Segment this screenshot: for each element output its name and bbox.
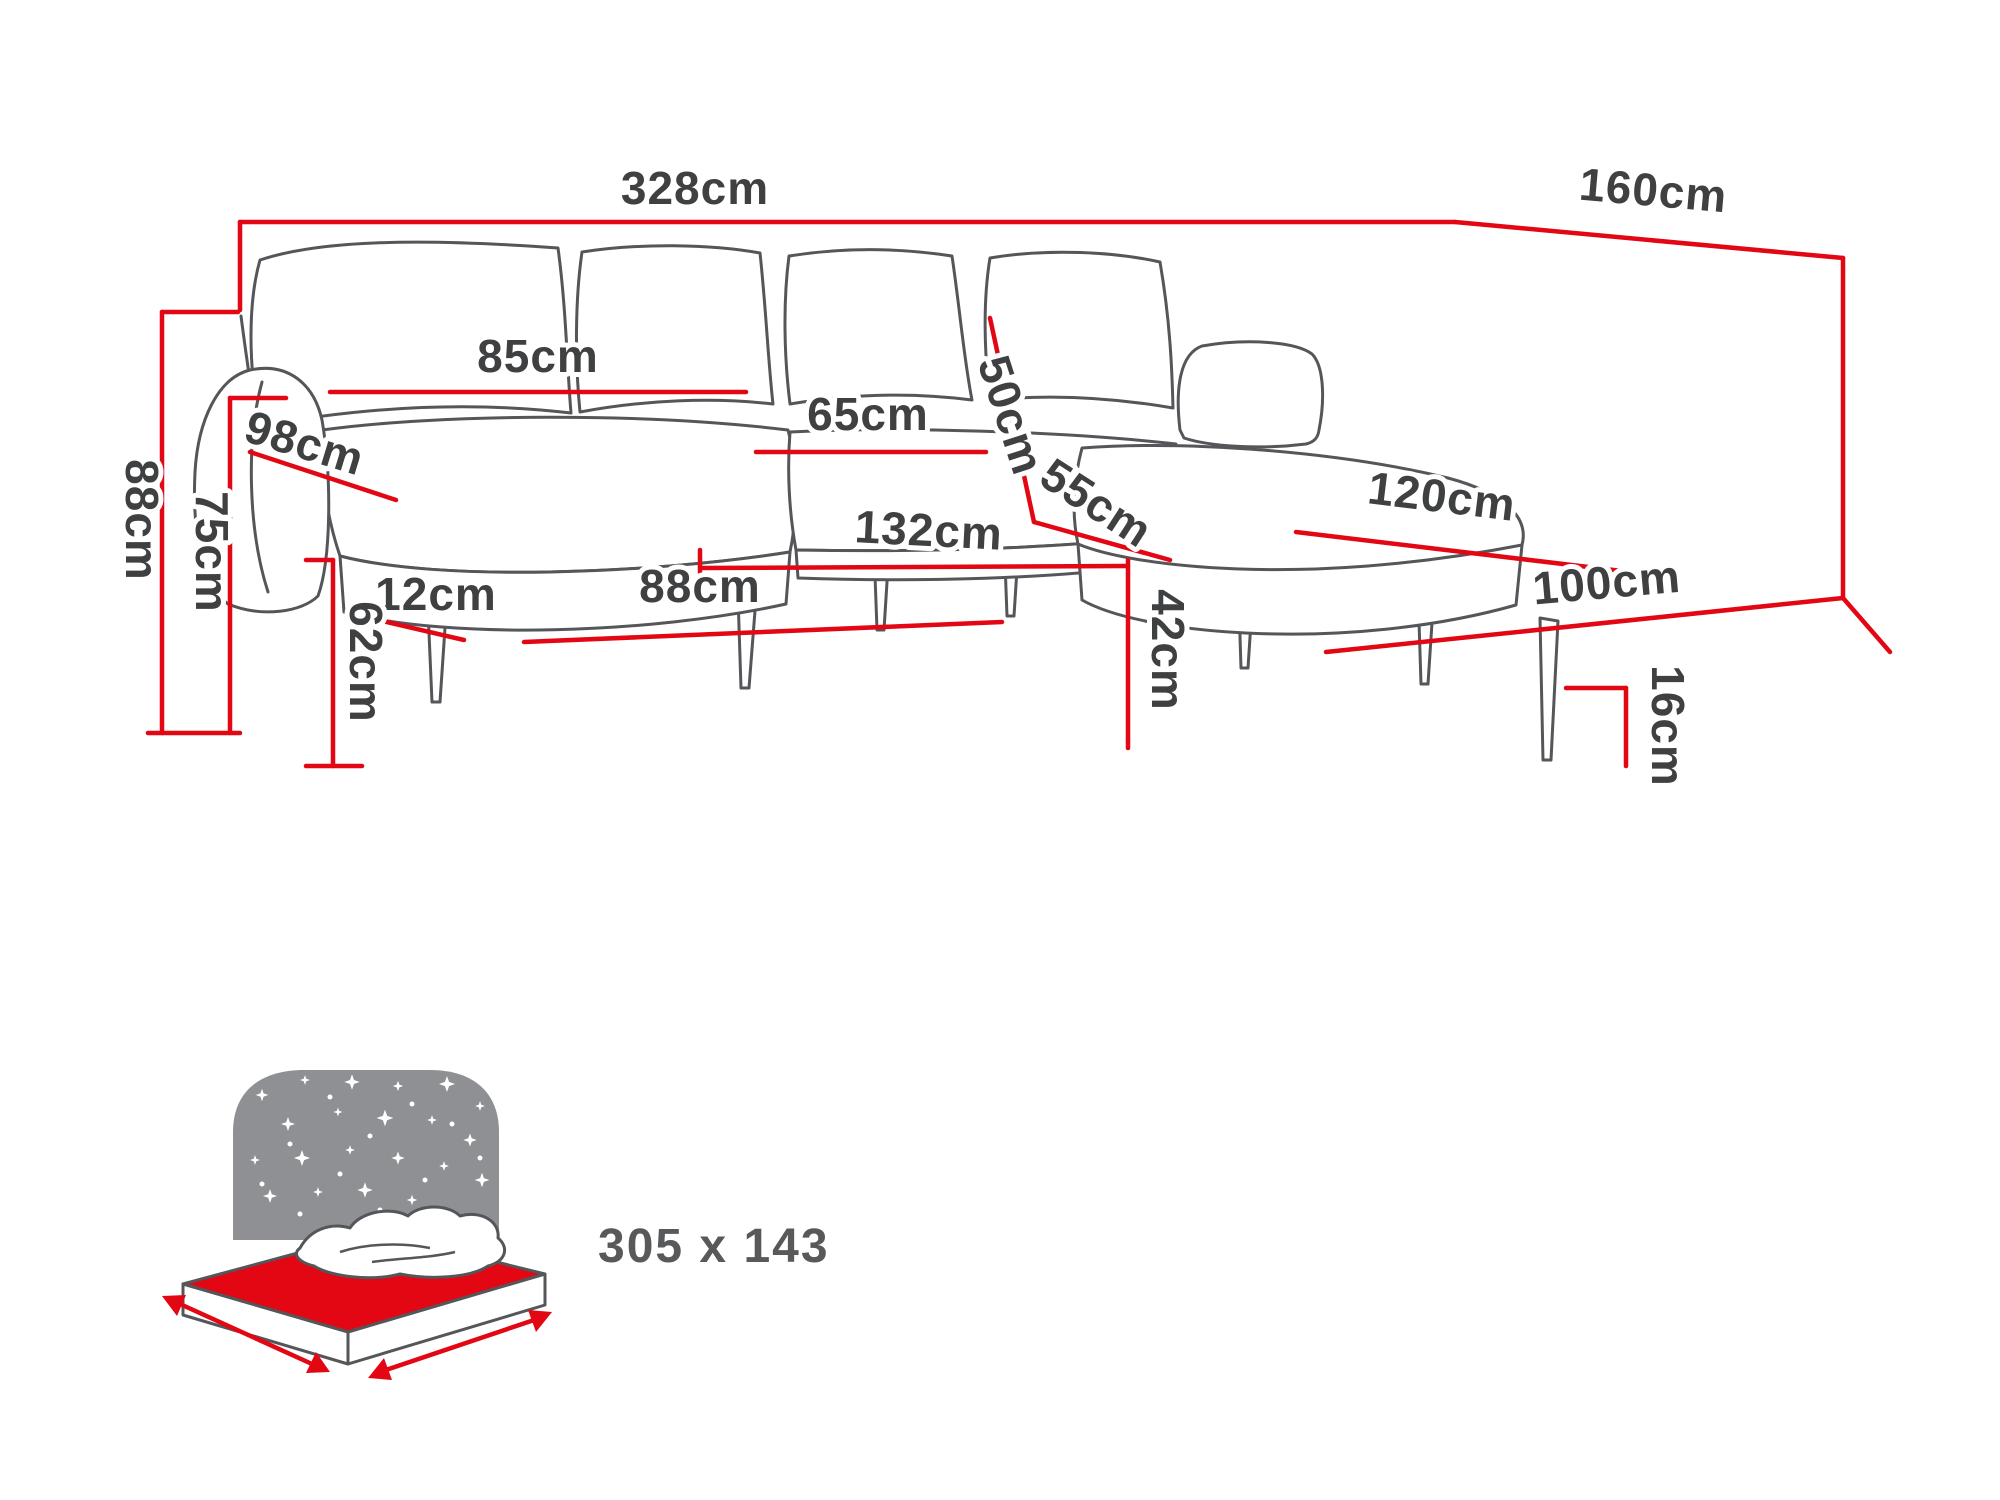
left-chaise-front xyxy=(338,550,792,632)
dim-arm-height-label: 62cm xyxy=(340,601,392,723)
dim-middle-width-label: 132cm xyxy=(853,500,1004,560)
dim-line-overall-depth xyxy=(1452,219,1846,261)
dim-back-cushion-width-label: 85cm xyxy=(477,330,599,382)
dim-line-arm-depth xyxy=(247,449,399,503)
dim-seat-height-label: 42cm xyxy=(1142,589,1194,711)
dim-line-seat-depth xyxy=(1031,519,1173,563)
dim-overall-width-label: 328cm xyxy=(621,162,769,214)
mattress-arrows xyxy=(162,1295,552,1380)
star-dot xyxy=(477,1155,483,1161)
dim-backrest-height-label: 75cm xyxy=(186,491,238,613)
dim-arm-width-label: 12cm xyxy=(375,568,497,620)
sleeping-area-label: 305 x 143 xyxy=(598,1220,830,1273)
star-dot xyxy=(422,1177,428,1183)
dim-line-cushion-height xyxy=(987,315,1037,525)
star-dot xyxy=(259,1181,265,1187)
star-dot xyxy=(449,1121,455,1127)
left-chaise-seat xyxy=(320,415,798,574)
star-dot xyxy=(327,1094,333,1100)
dim-chaise-width-label: 100cm xyxy=(1531,550,1683,615)
star-dot xyxy=(287,1141,293,1147)
dim-line-chaise-length xyxy=(1293,529,1633,575)
star-dot xyxy=(409,1101,415,1107)
dim-leg-height-label: 16cm xyxy=(1642,665,1694,787)
sleeping-function-icon: 305 x 143 xyxy=(162,1070,830,1380)
back-cushion-2 xyxy=(574,244,775,414)
arrow-left-line xyxy=(177,1301,315,1367)
right-chaise-front xyxy=(1076,542,1524,636)
dim-line-right-projection-diag xyxy=(1840,595,1893,655)
blanket-fold-line xyxy=(339,1243,456,1264)
sofa-leg xyxy=(1538,616,1560,762)
dimension-lines xyxy=(145,219,1893,769)
arrow-head xyxy=(162,1295,186,1316)
back-cushion-3 xyxy=(783,248,974,406)
left-arm-inner-line xyxy=(249,380,270,594)
arrow-head xyxy=(306,1352,330,1373)
dim-overall-depth-label: 160cm xyxy=(1577,158,1729,223)
dim-chaise-seat-width-label: 88cm xyxy=(639,560,761,612)
star-dot xyxy=(297,1211,303,1217)
dim-line-chaise-width xyxy=(1323,595,1846,655)
dim-mid-cushion-width-label: 65cm xyxy=(807,388,929,440)
back-cushion-4 xyxy=(983,250,1175,410)
dim-line-chaise-seat-width xyxy=(521,619,1005,645)
arrow-head xyxy=(528,1310,552,1332)
blanket-shape xyxy=(295,1205,507,1280)
dim-line-arm-width xyxy=(375,617,467,643)
arrow-right-line xyxy=(377,1315,543,1375)
mattress-side-right xyxy=(346,1272,547,1366)
back-cushion-1 xyxy=(249,240,573,428)
arrow-head xyxy=(368,1358,392,1380)
right-arm xyxy=(1176,340,1325,449)
star-dot xyxy=(367,1133,373,1139)
star-dot xyxy=(337,1171,343,1177)
dim-overall-height-label: 88cm xyxy=(116,459,168,581)
headboard-shape xyxy=(233,1070,499,1240)
dim-line-middle-width xyxy=(697,563,1131,571)
